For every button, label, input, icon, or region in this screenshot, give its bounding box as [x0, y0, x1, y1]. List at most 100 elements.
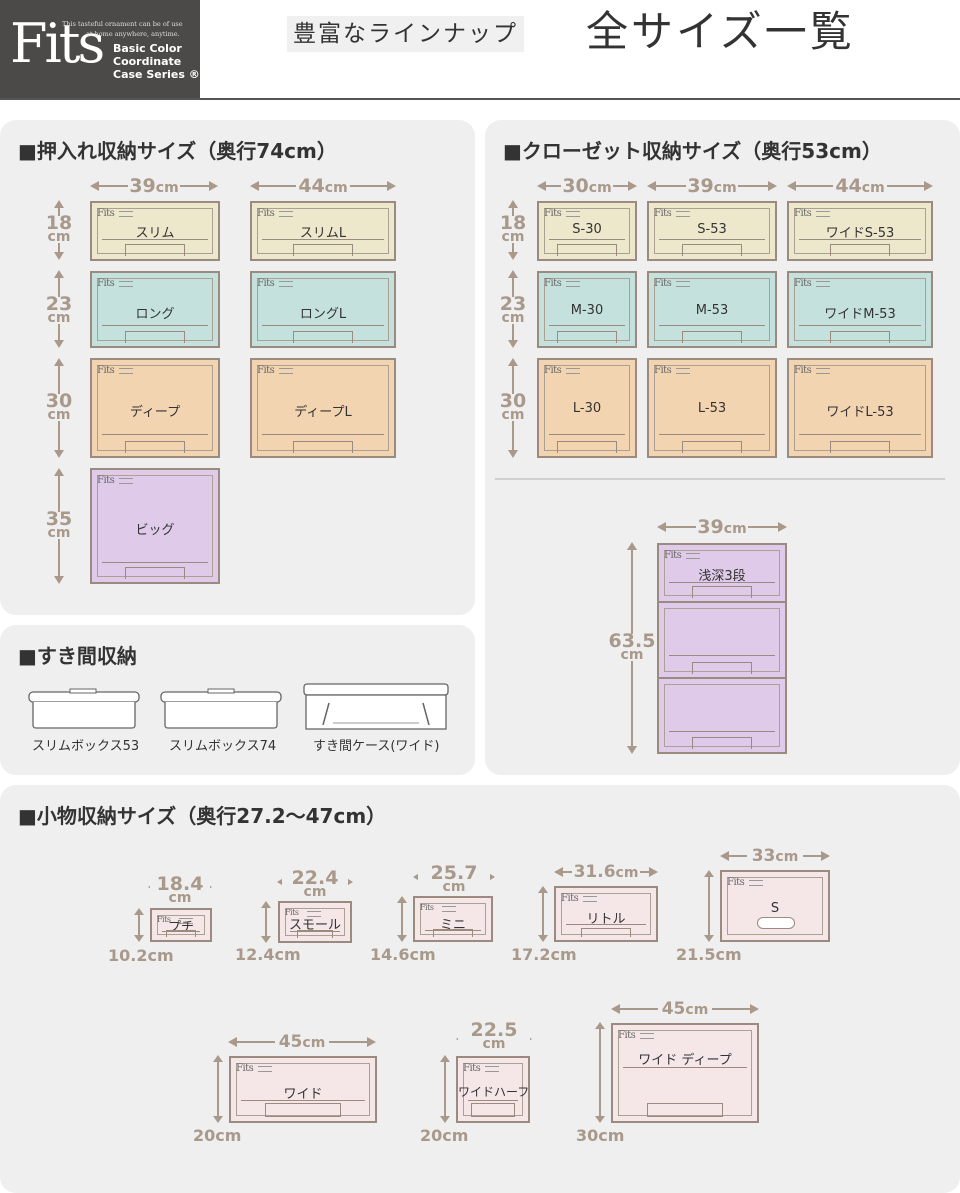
box-label: S-53	[697, 222, 727, 237]
page-title: 全サイズ一覧	[586, 7, 855, 56]
width-arrow	[250, 179, 396, 193]
box-label: リトル	[586, 912, 626, 927]
logo-tagline: This tasteful ornament can be of use	[62, 20, 183, 28]
height-arrow	[261, 901, 271, 943]
box-label: L-30	[572, 401, 602, 416]
brand-logo: Fits This tasteful ornament can be of us…	[0, 0, 200, 98]
box-label: L-53	[697, 401, 727, 416]
width-label: 39cm	[687, 175, 737, 197]
sukima-item-label: スリムボックス53	[32, 739, 140, 754]
width-label: 33cm	[751, 846, 799, 866]
height-label: 20cm	[193, 1126, 242, 1145]
box-label: ワイド ディープ	[638, 1053, 732, 1068]
box-label: ビッグ	[135, 523, 175, 538]
sukima-item-label: すき間ケース(ワイド)	[313, 739, 440, 754]
logo-wordmark: Fits	[10, 12, 105, 75]
box-label: ロング	[135, 307, 175, 322]
width-label: 45cm	[661, 999, 709, 1019]
stack-tier-bottom[interactable]	[657, 677, 787, 754]
height-label: 30cm	[576, 1126, 625, 1145]
box-label: スリム	[135, 226, 175, 241]
width-arrow	[611, 1002, 759, 1016]
sukima-item-label: スリムボックス74	[169, 739, 277, 754]
box-label: スモール	[288, 918, 341, 933]
box-label: 浅深3段	[698, 569, 746, 584]
box-label: ワイドハーフ	[458, 1085, 530, 1099]
width-label: 30cm	[562, 175, 612, 197]
page-subtitle: 豊富なラインナップ	[287, 16, 524, 52]
width-label: 45cm	[278, 1032, 326, 1052]
header-divider	[0, 98, 960, 100]
height-arrow	[134, 908, 144, 942]
section-title-sukima: ■すき間収納	[18, 644, 137, 668]
section-title-komono: ■小物収納サイズ（奥行27.2〜47cm）	[18, 804, 387, 828]
logo-tagline: at home anywhere, anytime.	[86, 30, 180, 38]
box-label: S	[770, 901, 780, 916]
box-label: ディープL	[294, 405, 352, 420]
height-label: 20cm	[420, 1126, 469, 1145]
width-arrow	[647, 179, 777, 193]
height-arrow	[440, 1055, 450, 1123]
logo-series-line: Coordinate	[113, 55, 182, 68]
logo-series-line: Case Series ®	[113, 68, 200, 81]
width-label: 39cm	[697, 516, 747, 538]
width-arrow	[90, 179, 218, 193]
width-arrow	[554, 865, 658, 879]
height-label: 12.4cm	[235, 945, 301, 964]
box-label: M-53	[695, 303, 729, 318]
height-arrow	[538, 886, 548, 942]
box-label: ロングL	[299, 307, 347, 322]
slim-box-74-illustration[interactable]	[160, 688, 282, 730]
height-label: 17.2cm	[511, 945, 577, 964]
gap-case-wide-illustration[interactable]	[303, 683, 449, 731]
width-label: 31.6cm	[573, 862, 639, 882]
slim-box-53-illustration[interactable]	[28, 688, 140, 730]
width-arrow	[537, 179, 637, 193]
box-label: ワイドM-53	[824, 307, 896, 322]
oshiire-panel	[0, 120, 475, 615]
width-arrow	[657, 520, 787, 534]
stack-tier-middle[interactable]	[657, 601, 787, 679]
height-arrow	[595, 1022, 605, 1123]
height-label: 21.5cm	[676, 945, 742, 964]
box-label: ワイドL-53	[826, 405, 894, 420]
height-label: 10.2cm	[108, 946, 174, 965]
closet-divider	[495, 478, 945, 480]
width-arrow	[787, 179, 933, 193]
section-title-closet: ■クローゼット収納サイズ（奥行53cm）	[503, 139, 882, 163]
